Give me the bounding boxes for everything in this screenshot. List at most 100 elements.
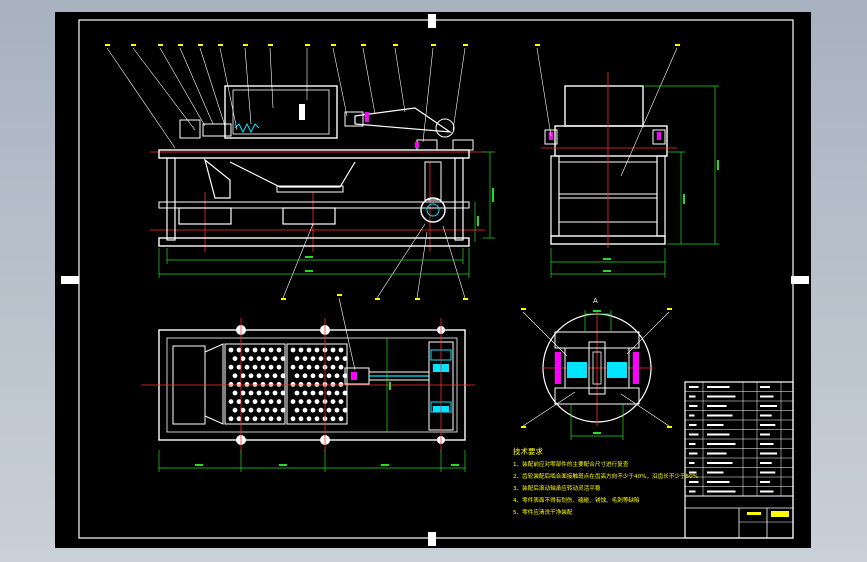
perforation-hole [272,356,278,361]
perforation-hole [232,356,238,361]
perforation-hole [244,399,250,404]
perforation-hole [248,407,254,413]
perforation-hole [306,347,312,353]
perforation-hole [342,390,348,396]
perforation-hole [240,356,246,361]
perforation-hole [256,373,262,379]
perforation-hole [290,382,296,387]
perforation-hole [334,373,340,379]
perforation-hole [326,390,332,396]
perforation-hole [244,416,250,422]
perforation-hole [228,416,234,422]
perforation-hole [264,373,270,379]
perforation-hole [260,364,266,370]
perforation-hole [264,407,270,413]
perforation-hole [232,373,238,379]
perforation-hole [342,407,348,413]
perforation-hole [280,390,286,396]
perforation-hole [244,364,250,370]
perforation-hole [260,399,266,404]
perforation-hole [302,373,308,379]
perforation-hole [248,390,254,396]
front-view [105,44,495,300]
perforation-hole [236,382,242,387]
perforation-hole [276,399,282,404]
perforation-hole [318,407,324,413]
section-marker: A [593,297,598,305]
perforation-hole [310,356,316,361]
perforation-hole [298,416,304,422]
tech-req-item: 4、零件表面不得有划伤、磕碰、锈蚀、毛刺等缺陷 [513,496,640,504]
perforation-hole [298,399,304,404]
perforation-hole [272,390,278,396]
perforation-hole [314,382,320,387]
drawing-sheet: A 技术要求 1、装配前应对 [55,12,811,548]
perforation-hole [302,407,308,413]
perforation-hole [298,347,304,353]
perforation-hole [334,390,340,396]
tech-req-item: 5、零件应清洗干净装配 [513,508,573,516]
tech-req-item: 1、装配前应对零部件的主要配合尺寸进行复查 [513,460,629,468]
perforation-hole [268,364,274,370]
perforation-hole [314,399,320,404]
perforation-hole [252,347,258,353]
perforation-hole [342,356,348,361]
technical-requirements: 技术要求 1、装配前应对零部件的主要配合尺寸进行复查 2、齿轮装配后啮合面接触斑… [513,446,698,516]
perforation-hole [272,373,278,379]
perforation-hole [338,416,344,422]
perforation-hole [338,399,344,404]
perforation-hole [236,347,242,353]
perforation-hole [252,382,258,387]
perforation-hole [314,364,320,370]
perforation-hole [318,356,324,361]
screen-perforations [228,347,348,422]
perforation-hole [244,347,250,353]
perforation-hole [264,390,270,396]
perforation-hole [330,382,336,387]
perforation-hole [272,407,278,413]
perforation-hole [290,399,296,404]
perforation-hole [280,356,286,361]
perforation-hole [306,399,312,404]
perforation-hole [306,364,312,370]
perforation-hole [338,347,344,353]
perforation-hole [326,407,332,413]
perforation-hole [268,347,274,353]
perforation-hole [228,399,234,404]
perforation-hole [334,407,340,413]
perforation-hole [240,407,246,413]
perforation-hole [294,407,300,413]
perforation-hole [276,416,282,422]
perforation-hole [310,373,316,379]
tech-req-item: 3、装配后滚动轴承应转动灵活平稳 [513,484,601,492]
tech-req-item: 2、齿轮装配后啮合面接触斑点在齿高方向不少于40%，沿齿长不少于50% [513,472,698,480]
perforation-hole [228,347,234,353]
perforation-hole [310,390,316,396]
perforation-hole [268,416,274,422]
perforation-hole [232,390,238,396]
perforation-hole [330,399,336,404]
perforation-hole [260,416,266,422]
perforation-hole [290,364,296,370]
perforation-hole [252,399,258,404]
tech-req-heading: 技术要求 [513,446,543,456]
perforation-hole [306,416,312,422]
side-view [535,44,719,278]
perforation-hole [334,356,340,361]
perforation-hole [326,373,332,379]
perforation-hole [276,364,282,370]
perforation-hole [248,373,254,379]
perforation-hole [260,382,266,387]
assembly-drawing: A 技术要求 1、装配前应对 [61,14,809,546]
perforation-hole [236,416,242,422]
perforation-hole [236,399,242,404]
perforation-hole [280,373,286,379]
perforation-hole [294,356,300,361]
perforation-hole [330,364,336,370]
perforation-hole [294,373,300,379]
perforation-hole [302,390,308,396]
perforation-hole [248,356,254,361]
perforation-hole [306,382,312,387]
perforation-hole [314,347,320,353]
